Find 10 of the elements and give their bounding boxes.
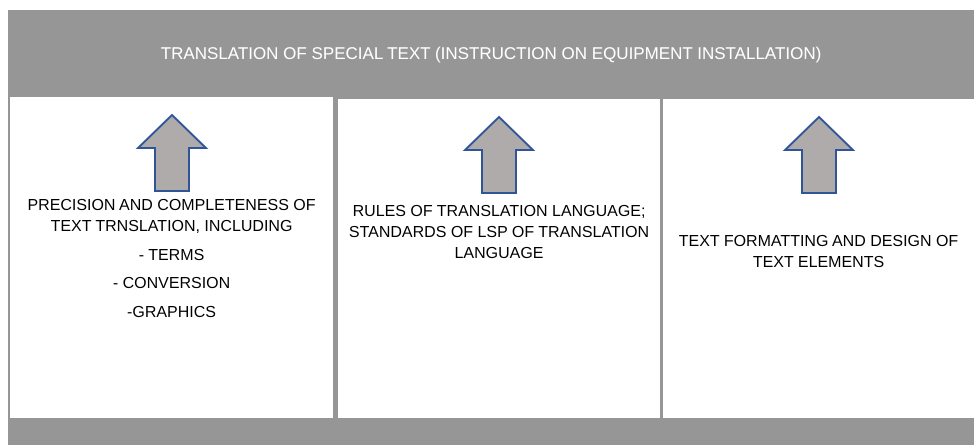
column-panel bbox=[663, 99, 974, 418]
header-title: TRANSLATION OF SPECIAL TEXT (INSTRUCTION ON EQUIPMENT INSTALLATION) bbox=[160, 44, 822, 64]
column-text: PRECISION AND COMPLETENESS OF TEXT TRNSLATION, INCLUDING bbox=[26, 196, 317, 237]
list-item: - TERMS bbox=[138, 246, 206, 266]
column-panel bbox=[338, 99, 660, 418]
column-text: TEXT FORMATTING AND DESIGN OF TEXT ELEMENTS bbox=[678, 232, 960, 273]
column-text: RULES OF TRANSLATION LANGUAGE; STANDARDS OF LSP OF TRANSLATION LANGUAGE bbox=[348, 202, 650, 264]
list-item: -GRAPHICS bbox=[126, 303, 217, 324]
column-panel bbox=[10, 97, 333, 418]
list-item: - CONVERSION bbox=[112, 274, 232, 294]
